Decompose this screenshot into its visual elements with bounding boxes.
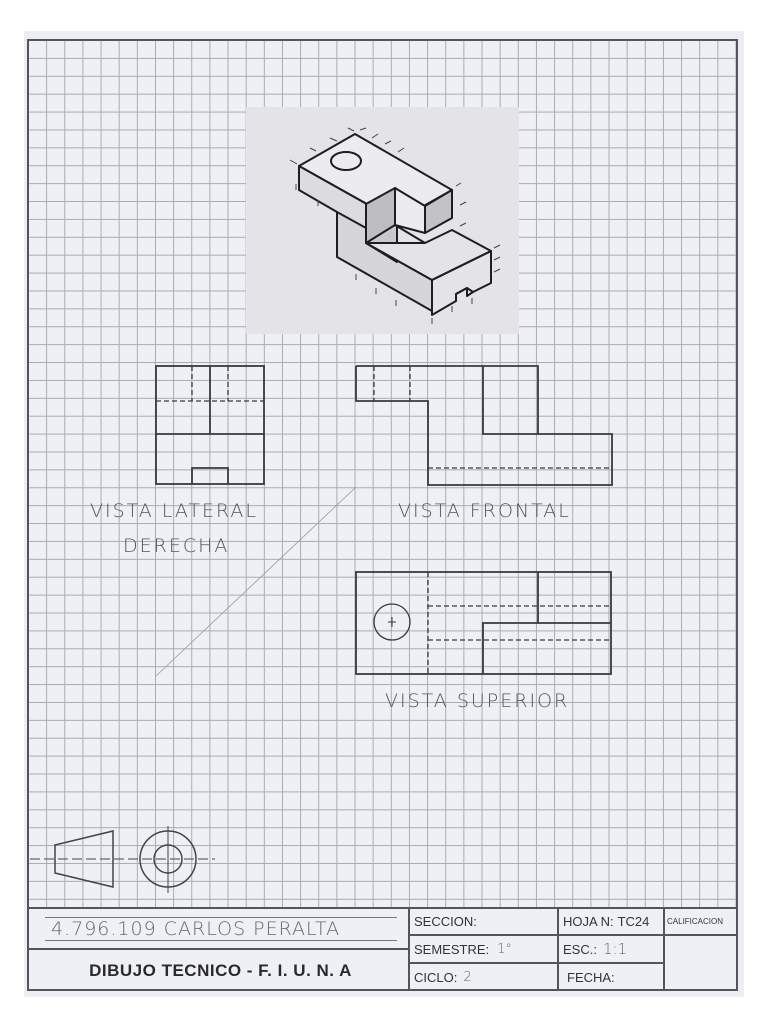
student-name-cell: 4.796.109 CARLOS PERALTA [29,909,410,950]
frontal-view-label: VISTA FRONTAL [398,500,571,522]
ciclo-value: 2 [463,970,472,985]
projection-symbol [30,826,215,893]
semestre-field: SEMESTRE: 1° [410,936,559,964]
escala-value: 1:1 [602,940,628,958]
escala-label: ESC.: [563,941,597,957]
superior-view-label: VISTA SUPERIOR [385,690,570,712]
semestre-value: 1° [497,941,512,957]
ciclo-label: CICLO: [414,970,458,985]
hoja-field: HOJA N: TC24 [559,909,665,936]
frontal-view [355,365,613,486]
isometric-view [289,127,501,324]
ciclo-field: CICLO: 2 [410,964,559,991]
lateral-view-label-line2: DERECHA [123,535,230,557]
fecha-label: FECHA: [567,970,615,985]
hoja-value: TC24 [617,914,650,929]
course-name: DIBUJO TECNICO - F. I. U. N. A [29,950,410,991]
lateral-view [155,365,265,485]
title-block: 4.796.109 CARLOS PERALTA DIBUJO TECNICO … [27,907,738,991]
miter-line [155,486,357,677]
semestre-label: SEMESTRE: [414,941,490,957]
lateral-view-label-line1: VISTA LATERAL [90,500,258,522]
seccion-label: SECCION: [414,914,477,929]
student-name: 4.796.109 CARLOS PERALTA [45,916,397,941]
calificacion-header: CALIFICACION [665,909,736,936]
escala-field: ESC.: 1:1 [559,936,665,964]
calificacion-value [665,936,736,991]
seccion-field: SECCION: [410,909,559,936]
superior-view [355,571,612,675]
fecha-field: FECHA: [559,964,665,991]
hoja-label: HOJA N: [563,914,614,929]
